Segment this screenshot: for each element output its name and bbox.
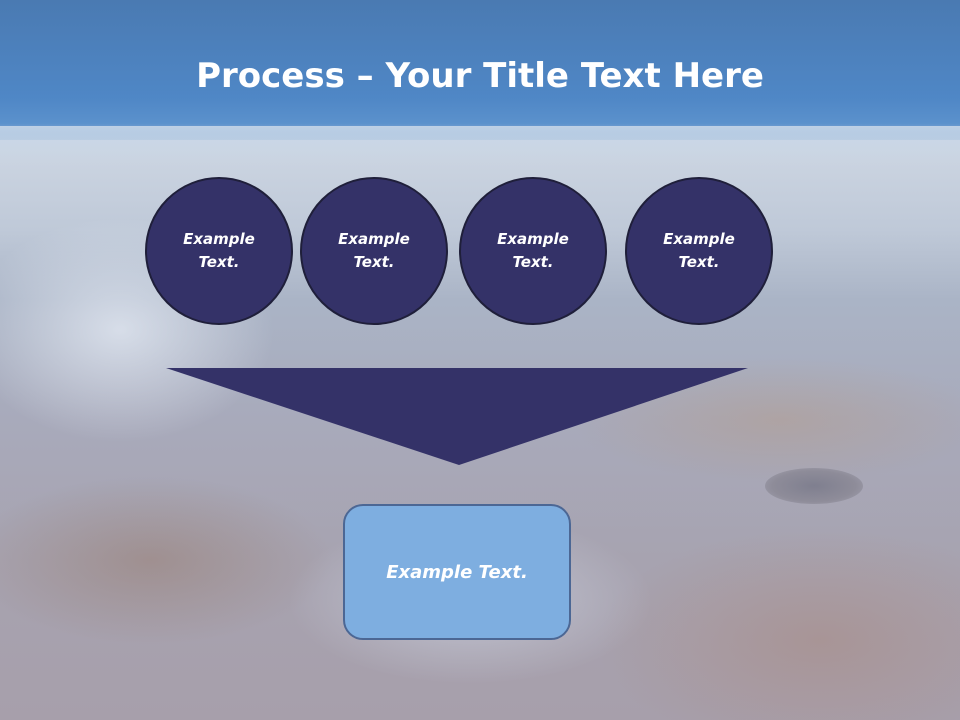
funnel-triangle — [166, 368, 748, 465]
slide-title: Process – Your Title Text Here — [0, 54, 960, 98]
step-2-line1: Example — [338, 230, 410, 248]
terrain-pit — [765, 468, 863, 504]
step-3-line1: Example — [497, 230, 569, 248]
step-1-line2: Text. — [198, 253, 240, 271]
step-4-line2: Text. — [678, 253, 720, 271]
result-label: Example Text. — [386, 561, 528, 583]
funnel-arrow — [166, 368, 748, 465]
step-1-line1: Example — [183, 230, 255, 248]
result-box: Example Text. — [343, 504, 571, 640]
title-bold-part: Process — [196, 56, 345, 96]
horizon-mist — [0, 126, 960, 166]
sky-band — [0, 0, 960, 140]
title-separator: – — [344, 56, 386, 96]
step-4-line1: Example — [663, 230, 735, 248]
title-rest: Your Title Text Here — [385, 56, 764, 96]
step-3-line2: Text. — [512, 253, 554, 271]
step-2-line2: Text. — [353, 253, 395, 271]
